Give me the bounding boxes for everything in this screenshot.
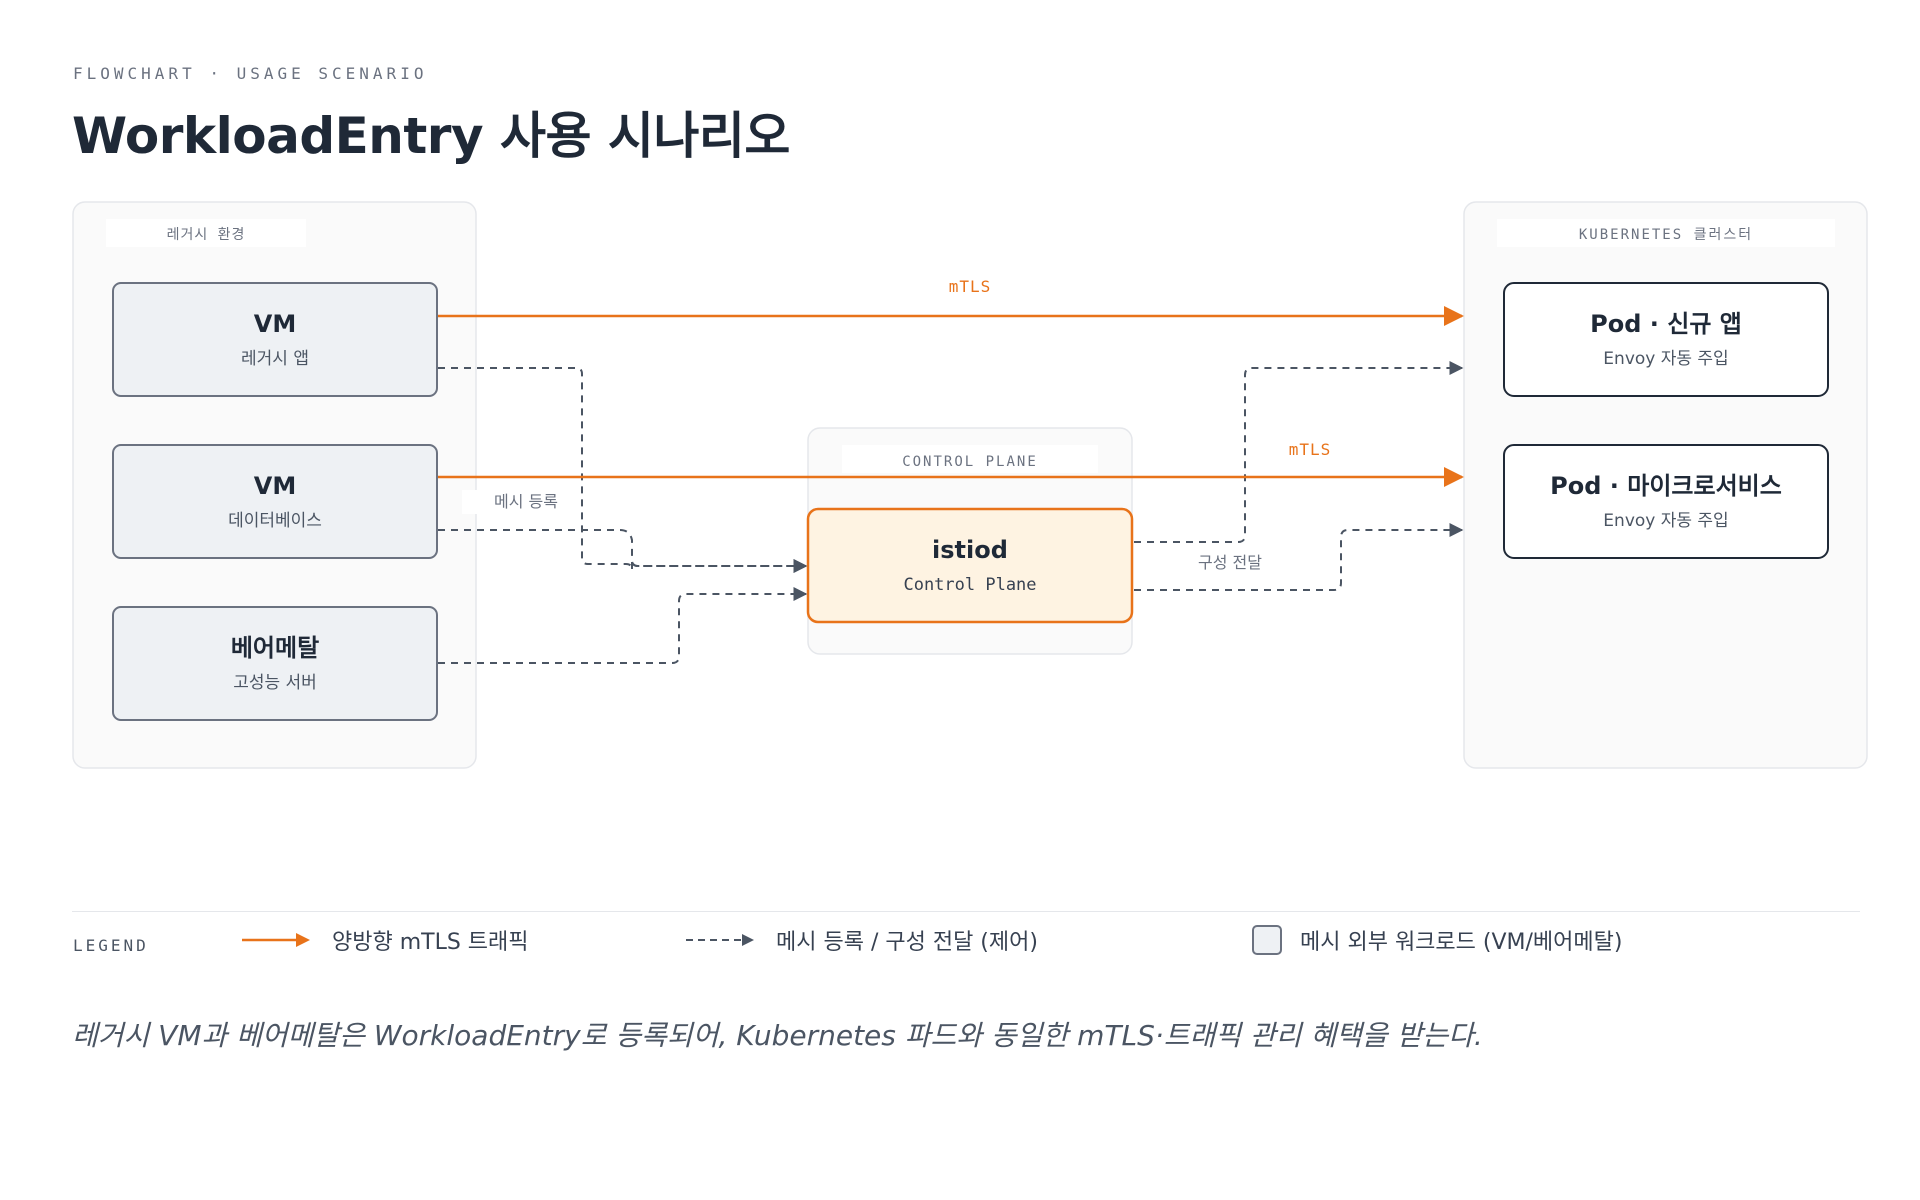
legend-external-text: 메시 외부 워크로드 (VM/베어메탈) <box>1300 930 1623 955</box>
node-pod-new-subtitle: Envoy 자동 주입 <box>1603 349 1728 369</box>
node-istiod[interactable]: istiod Control Plane <box>806 507 1134 624</box>
edge-istiod-to-pod-micro <box>1134 523 1464 591</box>
legend-external-swatch <box>1252 925 1282 955</box>
node-istiod-subtitle: Control Plane <box>903 575 1036 595</box>
node-vm-app-subtitle: 레거시 앱 <box>241 349 309 369</box>
node-baremetal[interactable]: 베어메탈 고성능 서버 <box>112 606 438 721</box>
node-pod-new-title: Pod · 신규 앱 <box>1590 310 1742 338</box>
legend-control-arrow-icon <box>686 934 754 946</box>
group-control-plane-label: CONTROL PLANE <box>902 454 1038 470</box>
edge-istiod-to-pod-new <box>1134 361 1464 543</box>
edge-label-mesh-register: 메시 등록 <box>494 492 558 511</box>
control-edges <box>438 361 1464 664</box>
node-istiod-title: istiod <box>932 536 1008 564</box>
legend-item-control: 메시 등록 / 구성 전달 (제어) <box>686 922 1038 958</box>
node-vm-db[interactable]: VM 데이터베이스 <box>112 444 438 559</box>
legend-mtls-text: 양방향 mTLS 트래픽 <box>332 930 529 955</box>
group-legacy-label: 레거시 환경 <box>167 227 246 243</box>
node-vm-app-title: VM <box>254 310 296 338</box>
eyebrow: FLOWCHART · USAGE SCENARIO <box>73 64 428 83</box>
edge-baremetal-to-istiod <box>438 587 808 664</box>
node-baremetal-title: 베어메탈 <box>231 634 319 662</box>
node-pod-micro-title: Pod · 마이크로서비스 <box>1550 472 1782 500</box>
node-vm-app[interactable]: VM 레거시 앱 <box>112 282 438 397</box>
node-pod-micro[interactable]: Pod · 마이크로서비스 Envoy 자동 주입 <box>1503 444 1829 559</box>
node-vm-db-subtitle: 데이터베이스 <box>228 511 322 531</box>
node-baremetal-subtitle: 고성능 서버 <box>233 673 317 693</box>
node-vm-db-title: VM <box>254 472 296 500</box>
page-title: WorkloadEntry 사용 시나리오 <box>72 107 790 165</box>
node-pod-new[interactable]: Pod · 신규 앱 Envoy 자동 주입 <box>1503 282 1829 397</box>
legend-item-mtls: 양방향 mTLS 트래픽 <box>242 922 529 958</box>
node-pod-micro-subtitle: Envoy 자동 주입 <box>1603 511 1728 531</box>
mtls-edges <box>438 306 1464 487</box>
legend-mtls-arrow-icon <box>242 933 310 947</box>
legend-label: LEGEND <box>73 936 149 955</box>
legend-control-text: 메시 등록 / 구성 전달 (제어) <box>776 930 1038 955</box>
edge-vm-db-to-istiod <box>438 529 808 573</box>
legend-item-external: 메시 외부 워크로드 (VM/베어메탈) <box>1252 922 1622 958</box>
edge-label-mtls-mid: mTLS <box>1289 440 1332 459</box>
edge-label-mtls-top: mTLS <box>949 277 992 296</box>
caption: 레거시 VM과 베어메탈은 WorkloadEntry로 등록되어, Kuber… <box>72 1019 1483 1052</box>
flowchart: 레거시 환경 KUBERNETES 클러스터 CONTROL PLANE 메시 … <box>72 201 1868 769</box>
legend-divider <box>72 911 1860 912</box>
group-kubernetes-label: KUBERNETES 클러스터 <box>1579 227 1753 243</box>
edge-vm-app-to-istiod <box>438 367 808 573</box>
edge-label-config-push: 구성 전달 <box>1198 553 1262 572</box>
